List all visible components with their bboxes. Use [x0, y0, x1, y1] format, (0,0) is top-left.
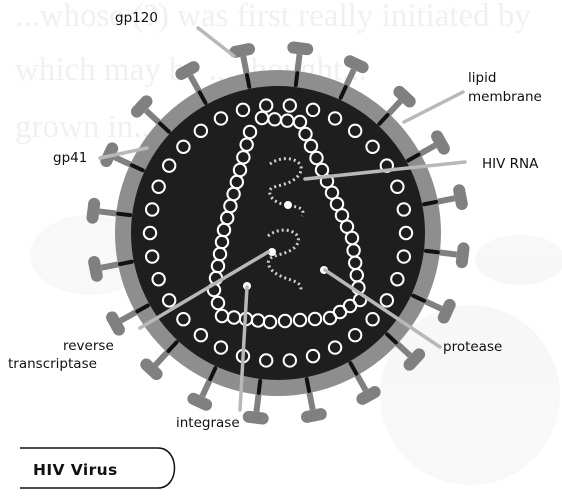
gp41-marker [259, 381, 260, 393]
label-integrase: integrase [176, 415, 240, 431]
gp120-spike [354, 371, 383, 407]
label-membrane: membrane [468, 89, 542, 105]
caption-box: HIV Virus [20, 448, 175, 488]
gp120-spike [104, 309, 140, 338]
gp41-marker [426, 251, 438, 252]
gp120-spike [416, 128, 452, 157]
label-lipid: lipid [468, 70, 496, 86]
gp41-marker [424, 202, 436, 204]
rna-enzyme-dot [284, 201, 292, 209]
caption-title: HIV Virus [33, 461, 118, 479]
label-gp41: gp41 [53, 150, 87, 166]
gp120-spike [386, 83, 419, 117]
gp41-marker [307, 379, 309, 391]
label-reverse: reverse [63, 338, 114, 354]
gp120-spike [138, 349, 171, 383]
bg-text-line-1: ...whose (?) was first really initiated … [15, 0, 531, 34]
bg-blob-2 [475, 235, 562, 285]
gp41-marker [247, 75, 249, 87]
gp41-marker [296, 73, 297, 85]
virus-core [131, 86, 425, 380]
gp120-spike [185, 376, 214, 412]
label-protease: protease [443, 339, 502, 355]
label-gp120: gp120 [115, 10, 158, 26]
label-hiv-rna: HIV RNA [482, 156, 539, 172]
gp41-marker [120, 262, 132, 264]
gp41-marker [118, 214, 130, 215]
label-transcriptase: transcriptase [8, 356, 97, 372]
